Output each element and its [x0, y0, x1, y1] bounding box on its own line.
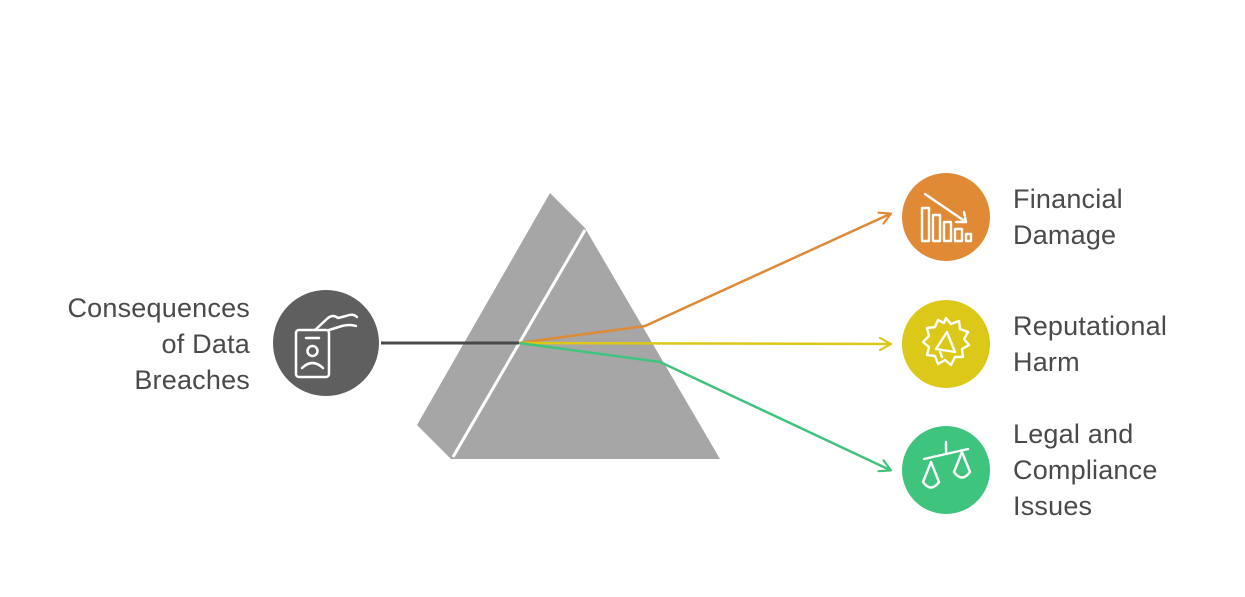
id-card-hand-icon [294, 313, 359, 379]
scales-icon [921, 440, 972, 489]
financial-label-line: Damage [1013, 220, 1117, 250]
reputational-label: Reputational Harm [1013, 308, 1167, 380]
source-label-line: Consequences [67, 293, 250, 323]
beam-reputational [518, 343, 890, 344]
financial-label-line: Financial [1013, 184, 1123, 214]
legal-label-line: Legal and [1013, 419, 1134, 449]
reputational-label-line: Reputational [1013, 311, 1168, 341]
source-label-line: Breaches [134, 365, 250, 395]
reputational-label-line: Harm [1013, 347, 1080, 377]
beam-financial [518, 214, 890, 345]
source-label: Consequences of Data Breaches [67, 290, 250, 398]
legal-label-line: Issues [1013, 491, 1093, 521]
legal-label-line: Compliance [1013, 455, 1158, 485]
financial-label: Financial Damage [1013, 181, 1123, 253]
legal-label: Legal and Compliance Issues [1013, 416, 1158, 524]
megaphone-badge-icon [921, 316, 971, 367]
source-label-line: of Data [161, 329, 250, 359]
reputational-node [902, 300, 990, 388]
source-node [273, 290, 379, 396]
prism-side-face [417, 193, 585, 459]
prism [417, 193, 720, 459]
financial-node [902, 173, 990, 261]
beam-legal [518, 341, 890, 470]
legal-node [902, 426, 990, 514]
chart-down-icon [920, 192, 973, 243]
